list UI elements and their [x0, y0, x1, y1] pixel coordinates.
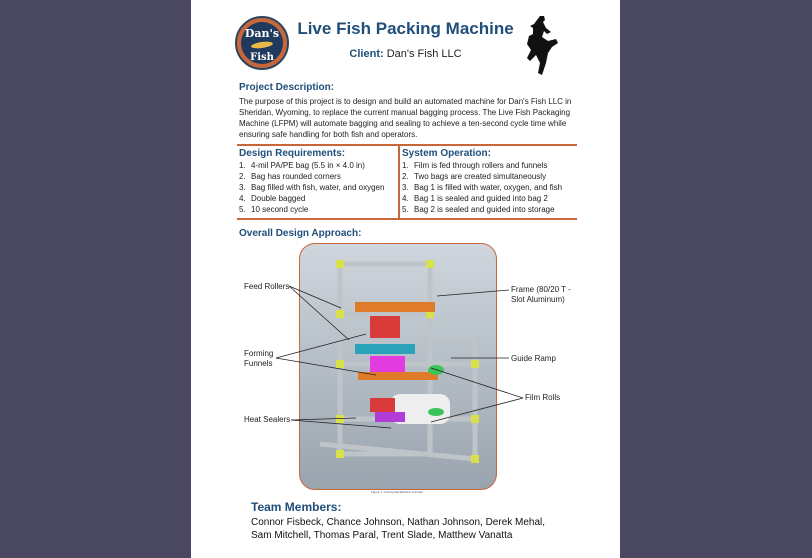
team-line-2: Sam Mitchell, Thomas Paral, Trent Slade,… — [251, 530, 513, 541]
list-item: 2.Two bags are created simultaneously — [402, 172, 547, 181]
client-label: Client: — [349, 48, 384, 60]
list-item: 4.Bag 1 is sealed and guided into bag 2 — [402, 194, 548, 203]
figure-caption: Figure 1: Conceptual Machine Concept — [370, 490, 424, 494]
divider-vertical — [398, 146, 400, 218]
project-description-text: The purpose of this project is to design… — [239, 97, 572, 139]
list-item: 3.Bag filled with fish, water, and oxyge… — [239, 183, 385, 192]
logo-text-top: Dan's — [244, 27, 280, 40]
team-members-heading: Team Members: — [251, 500, 342, 514]
callout-frame: Frame (80/20 T - Slot Aluminum) — [511, 285, 571, 304]
team-line-1: Connor Fisbeck, Chance Johnson, Nathan J… — [251, 517, 546, 528]
system-operation-heading: System Operation: — [402, 148, 491, 159]
project-description-heading: Project Description: — [239, 82, 335, 93]
design-requirements-list: 1.4-mil PA/PE bag (5.5 in × 4.0 in) 2.Ba… — [239, 160, 384, 215]
poster-page: Dan's Fish Live Fish Packing Machine Cli… — [191, 0, 620, 558]
list-item: 5.Bag 2 is sealed and guided into storag… — [402, 205, 555, 214]
callout-heat-sealers: Heat Sealers — [244, 415, 291, 424]
list-item: 2.Bag has rounded corners — [239, 172, 341, 181]
list-item: 3.Bag 1 is filled with water, oxygen, an… — [402, 183, 563, 192]
design-requirements-heading: Design Requirements: — [239, 148, 346, 159]
page-title: Live Fish Packing Machine — [297, 19, 514, 38]
divider-bottom — [237, 218, 577, 220]
team-members-list: Connor Fisbeck, Chance Johnson, Nathan J… — [251, 516, 581, 542]
callout-guide-ramp: Guide Ramp — [511, 354, 556, 363]
design-approach-heading: Overall Design Approach: — [239, 228, 362, 239]
logo-text-bottom: Fish — [250, 52, 274, 63]
client-name: Dan's Fish LLC — [386, 48, 462, 60]
list-item: 5.10 second cycle — [239, 205, 309, 214]
machine-render-image — [319, 260, 479, 463]
list-item: 4.Double bagged — [239, 194, 306, 203]
bucking-horse-icon — [527, 16, 558, 75]
callout-film-rolls: Film Rolls — [525, 393, 561, 402]
system-operation-list: 1.Film is fed through rollers and funnel… — [402, 160, 562, 215]
callout-leader-lines — [275, 285, 524, 429]
client-line: Client: Dan's Fish LLC — [191, 48, 620, 60]
divider-top — [237, 144, 577, 146]
list-item: 1.4-mil PA/PE bag (5.5 in × 4.0 in) — [239, 161, 365, 170]
dans-fish-logo: Dan's Fish — [235, 16, 289, 70]
callout-feed-rollers: Feed Rollers — [244, 282, 290, 291]
machine-render-figure — [299, 243, 497, 490]
list-item: 1.Film is fed through rollers and funnel… — [402, 161, 548, 170]
callout-forming-funnels: Forming Funnels — [244, 349, 274, 368]
